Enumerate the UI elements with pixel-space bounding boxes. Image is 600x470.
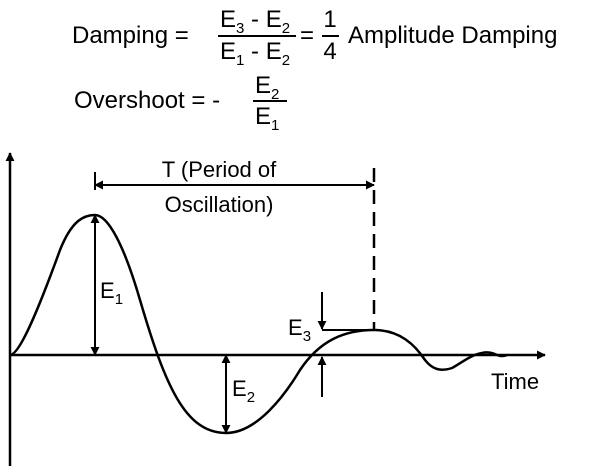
e1-label: E1 <box>100 278 123 308</box>
x-axis-label: Time <box>491 369 539 394</box>
damping-label: Damping = <box>72 22 189 49</box>
overshoot-label: Overshoot = - <box>74 87 220 114</box>
damping-fraction-numerator: E3 - E2 <box>220 6 290 37</box>
e2-label: E2 <box>232 376 255 406</box>
damping-fraction-denominator: E1 - E2 <box>220 38 290 69</box>
oscillation-curve <box>9 213 508 435</box>
overshoot-numerator: E2 <box>255 72 279 103</box>
ratio-numerator: 1 <box>323 6 336 33</box>
period-label-line1: T (Period of <box>162 157 277 182</box>
overshoot-denominator: E1 <box>255 103 279 134</box>
ratio-denominator: 4 <box>323 38 336 65</box>
e3-label: E3 <box>288 315 311 345</box>
period-label-line2: Oscillation) <box>165 192 274 217</box>
damping-description: Amplitude Damping <box>348 22 557 49</box>
damping-equals: = <box>300 22 314 49</box>
